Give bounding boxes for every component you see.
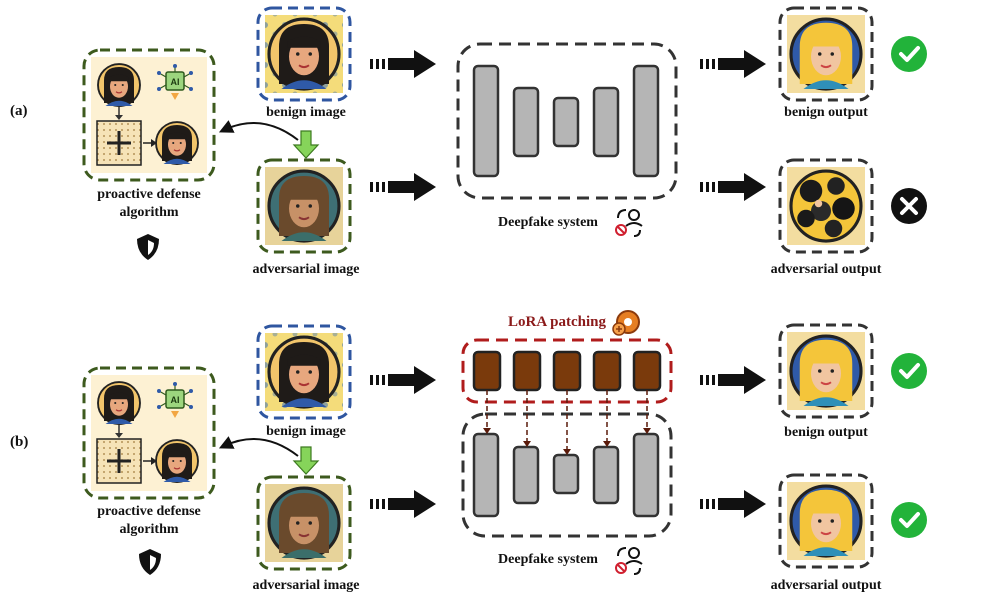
adversarial-face-image [267,486,341,560]
gear-patch-icon [612,310,640,336]
adversarial-image-label: adversarial image [252,262,360,277]
adversarial-image-box [256,475,352,571]
lora-patching-label: LoRA patching [508,314,606,330]
system-layer-1 [472,432,500,518]
arrow-right-icon [700,366,766,394]
benign-output-box [778,323,874,419]
defense-label-line1: proactive defense [97,187,201,202]
lora-block-4 [592,350,622,392]
arrow-right-icon [700,490,766,518]
benign-image-box [256,6,352,102]
shield-icon [137,234,159,260]
shield-icon [139,549,161,575]
check-icon [889,34,929,74]
adversarial-output-face [789,484,863,558]
lora-block-3 [552,350,582,392]
panel-tag: (b) [10,434,29,450]
lora-block-2 [512,350,542,392]
system-layer-5 [632,64,660,178]
benign-output-box [778,6,874,102]
adversarial-face-image [267,169,341,243]
curved-arrow-icon [218,120,299,141]
system-layer-2 [512,445,540,505]
down-arrow-icon [292,446,320,475]
face-swap-icon [615,547,643,575]
patch-connectors [483,390,651,455]
arrow-right-icon [370,366,436,394]
benign-output-face [789,17,863,91]
system-layer-4 [592,445,620,505]
system-label: Deepfake system [498,552,598,567]
arrow-right-icon [370,490,436,518]
lora-block-1 [472,350,502,392]
defense-algorithm-illustration [91,57,207,173]
deepfake-system-box [456,42,678,200]
adversarial-image-box [256,158,352,254]
panel-b [82,310,929,575]
system-layer-5 [632,432,660,518]
panel-a [82,6,929,260]
cross-icon [889,186,929,226]
arrow-right-icon [700,50,766,78]
adversarial-image-label: adversarial image [252,578,360,593]
arrow-right-icon [700,173,766,201]
system-label: Deepfake system [498,215,598,230]
curved-arrow-icon [218,436,299,457]
benign-image-label: benign image [266,424,346,439]
panel-tag: (a) [10,103,28,119]
system-layer-4 [592,86,620,158]
adversarial-output-face [789,169,863,243]
arrow-right-icon [370,50,436,78]
defense-label-line2: algorithm [119,522,179,537]
defense-box [82,48,216,182]
lora-block-5 [632,350,662,392]
defense-label-line2: algorithm [119,205,179,220]
defense-box [82,366,216,500]
benign-face-image [267,335,341,409]
system-layer-3 [552,96,580,148]
check-icon [889,500,929,540]
face-swap-icon [615,209,643,237]
benign-output-face [789,334,863,408]
benign-image-box [256,324,352,420]
adversarial-output-label: adversarial output [770,578,882,593]
adversarial-output-box [778,473,874,569]
arrow-right-icon [370,173,436,201]
benign-face-image [267,17,341,91]
benign-image-label: benign image [266,105,346,120]
down-arrow-icon [292,130,320,159]
adversarial-output-label: adversarial output [770,262,882,277]
benign-output-label: benign output [784,105,868,120]
defense-label-line1: proactive defense [97,504,201,519]
system-layer-1 [472,64,500,178]
system-layer-2 [512,86,540,158]
check-icon [889,351,929,391]
benign-output-label: benign output [784,425,868,440]
adversarial-output-box [778,158,874,254]
system-layer-3 [552,453,580,495]
defense-algorithm-illustration [91,375,207,491]
